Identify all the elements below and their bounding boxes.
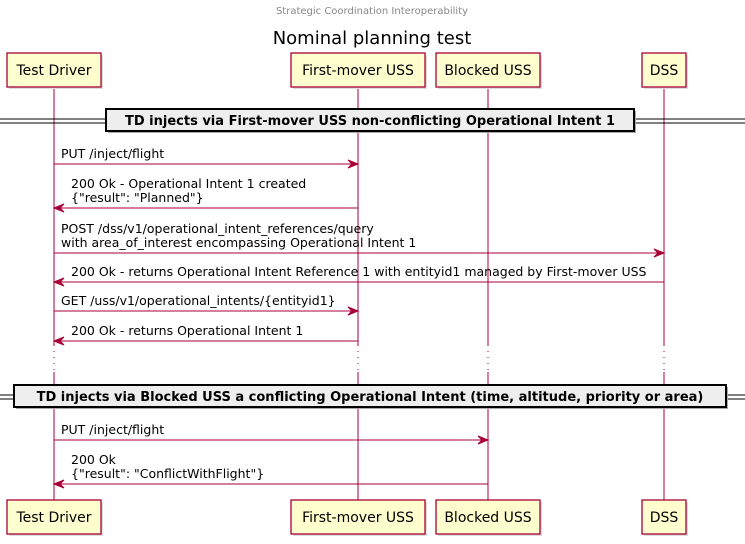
message-label: {"result": "ConflictWithFlight"} xyxy=(71,466,264,481)
participant-label: DSS xyxy=(650,510,679,526)
participant-bl-bottom: Blocked USS xyxy=(435,499,542,536)
message: 200 Ok - returns Operational Intent 1 xyxy=(52,323,358,346)
divider-label: TD injects via First-mover USS non-confl… xyxy=(125,114,615,129)
participant-label: Test Driver xyxy=(15,510,91,526)
participant-box xyxy=(6,52,102,88)
message-arrowhead xyxy=(52,203,65,213)
participant-box xyxy=(641,52,687,88)
message: GET /uss/v1/operational_intents/{entityi… xyxy=(54,293,360,316)
participant-label: Test Driver xyxy=(15,63,91,79)
participant-label: Blocked USS xyxy=(444,510,531,526)
participant-dss-bottom: DSS xyxy=(641,499,688,536)
message: 200 Ok - Operational Intent 1 created{"r… xyxy=(52,176,358,213)
divider: TD injects via Blocked USS a conflicting… xyxy=(0,384,745,409)
participant-fm-bottom: First-mover USS xyxy=(290,499,427,536)
participant-box xyxy=(6,499,102,535)
message-label: 200 Ok xyxy=(71,452,117,467)
participant-bl-top: Blocked USS xyxy=(435,52,542,89)
message: PUT /inject/flight xyxy=(54,422,490,445)
message: POST /dss/v1/operational_intent_referenc… xyxy=(54,221,666,258)
message-label: PUT /inject/flight xyxy=(61,422,164,437)
diagram-header: Strategic Coordination Interoperability xyxy=(276,6,468,17)
participant-box xyxy=(290,52,426,88)
divider-box xyxy=(13,384,727,408)
message: 200 Ok - returns Operational Intent Refe… xyxy=(52,264,664,287)
message: PUT /inject/flight xyxy=(54,146,360,169)
participant-box xyxy=(435,52,541,88)
message-arrowhead xyxy=(52,479,65,489)
participant-td-bottom: Test Driver xyxy=(6,499,103,536)
message-label: PUT /inject/flight xyxy=(61,146,164,161)
participant-label: First-mover USS xyxy=(302,510,414,526)
message-arrowhead xyxy=(477,435,490,445)
participant-label: First-mover USS xyxy=(302,63,414,79)
dividers: TD injects via First-mover USS non-confl… xyxy=(0,108,745,409)
participant-box xyxy=(641,499,687,535)
message-arrowhead xyxy=(653,248,666,258)
message-label: {"result": "Planned"} xyxy=(71,190,204,205)
messages: PUT /inject/flight 200 Ok - Operational I… xyxy=(52,146,666,489)
message-arrowhead xyxy=(347,159,360,169)
message-label: with area_of_interest encompassing Opera… xyxy=(61,235,416,250)
message-label: GET /uss/v1/operational_intents/{entityi… xyxy=(61,293,336,308)
participant-box xyxy=(435,499,541,535)
participant-box xyxy=(290,499,426,535)
participant-label: Blocked USS xyxy=(444,63,531,79)
message-label: 200 Ok - Operational Intent 1 created xyxy=(71,176,306,191)
divider-box xyxy=(105,108,635,132)
message-arrowhead xyxy=(347,306,360,316)
participant-td-top: Test Driver xyxy=(6,52,103,89)
divider-label: TD injects via Blocked USS a conflicting… xyxy=(37,390,704,405)
participant-fm-top: First-mover USS xyxy=(290,52,427,89)
message-label: 200 Ok - returns Operational Intent 1 xyxy=(71,323,303,338)
message-arrowhead xyxy=(52,277,65,287)
participant-dss-top: DSS xyxy=(641,52,688,89)
diagram-title: Nominal planning test xyxy=(273,28,472,49)
message: 200 Ok{"result": "ConflictWithFlight"} xyxy=(52,452,488,489)
message-label: POST /dss/v1/operational_intent_referenc… xyxy=(61,221,374,236)
divider: TD injects via First-mover USS non-confl… xyxy=(0,108,745,133)
message-label: 200 Ok - returns Operational Intent Refe… xyxy=(71,264,647,279)
message-arrowhead xyxy=(52,336,65,346)
participant-label: DSS xyxy=(650,63,679,79)
